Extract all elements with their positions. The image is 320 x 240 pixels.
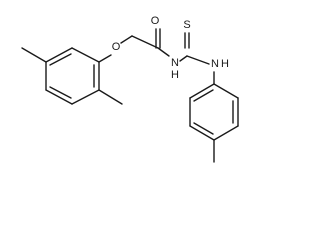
structure-diagram: O O N H S N H	[21, 15, 239, 163]
methyl-bond	[21, 47, 47, 63]
bond	[45, 89, 73, 105]
bond	[45, 47, 73, 63]
bond	[120, 35, 133, 44]
bond	[49, 53, 72, 66]
bond	[98, 54, 112, 63]
bond	[179, 55, 188, 62]
bond	[71, 47, 100, 63]
molecule-drawing: O O N H S N H	[21, 15, 239, 163]
atom-label-aryl-nitrogen: N	[211, 58, 219, 70]
bond	[193, 122, 214, 135]
bond	[157, 47, 170, 57]
bond	[193, 89, 214, 102]
ring-dimethylphenyl	[45, 47, 100, 105]
atom-label-amide-nitrogen: N	[171, 57, 179, 69]
atom-label-ether-oxygen: O	[112, 41, 121, 53]
atom-label-carbonyl-oxygen: O	[151, 15, 160, 27]
bond	[189, 125, 215, 141]
ring-methylphenyl	[189, 83, 239, 141]
bond	[213, 83, 239, 99]
bond	[186, 55, 210, 65]
bond	[71, 89, 100, 105]
atom-label-thio-sulfur: S	[183, 19, 190, 31]
bond	[49, 86, 72, 99]
bond	[131, 35, 159, 49]
bond	[189, 83, 215, 99]
methyl-bond	[98, 89, 123, 105]
atom-label-amide-hydrogen: H	[171, 69, 179, 81]
bond	[213, 125, 239, 141]
atom-label-aryl-hydrogen: H	[221, 58, 229, 70]
